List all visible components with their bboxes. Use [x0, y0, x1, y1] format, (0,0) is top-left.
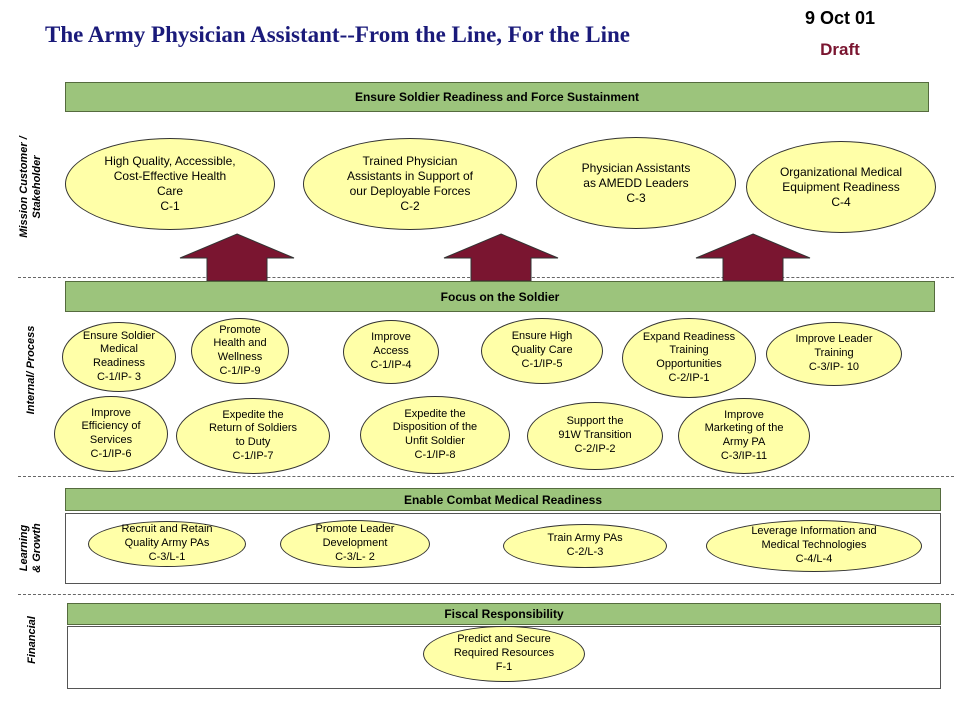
draft-label: Draft [820, 40, 860, 59]
internal-objective: Improve Access C-1/IP-4 [343, 320, 439, 384]
perspective-internal-label: Internal/ Process [25, 325, 37, 415]
learning-header-bar: Enable Combat Medical Readiness [65, 488, 941, 511]
mission-header-bar: Ensure Soldier Readiness and Force Susta… [65, 82, 929, 112]
internal-objective: Expedite the Return of Soldiers to Duty … [176, 398, 330, 474]
separator-line [18, 594, 954, 595]
internal-objective: Support the 91W Transition C-2/IP-2 [527, 402, 663, 470]
page-title: The Army Physician Assistant--From the L… [45, 22, 631, 47]
mission-objective: Physician Assistants as AMEDD Leaders C-… [536, 137, 736, 229]
financial-header-bar: Fiscal Responsibility [67, 603, 941, 625]
internal-objective: Expand Readiness Training Opportunities … [622, 318, 756, 398]
internal-objective: Improve Efficiency of Services C-1/IP-6 [54, 396, 168, 472]
learning-objective: Recruit and Retain Quality Army PAs C-3/… [88, 521, 246, 567]
perspective-mission-label: Mission Customer / Stakeholder [18, 136, 43, 238]
internal-objective: Promote Health and Wellness C-1/IP-9 [191, 318, 289, 384]
mission-objective: Organizational Medical Equipment Readine… [746, 141, 936, 233]
up-arrow-icon [695, 233, 811, 282]
separator-line [18, 476, 954, 477]
internal-objective: Ensure High Quality Care C-1/IP-5 [481, 318, 603, 384]
up-arrow-icon [443, 233, 559, 282]
internal-objective: Ensure Soldier Medical Readiness C-1/IP-… [62, 322, 176, 392]
mission-objective: High Quality, Accessible, Cost-Effective… [65, 138, 275, 230]
financial-objective: Predict and Secure Required Resources F-… [423, 626, 585, 682]
mission-objective: Trained Physician Assistants in Support … [303, 138, 517, 230]
learning-objective: Promote Leader Development C-3/L- 2 [280, 520, 430, 568]
internal-objective: Improve Marketing of the Army PA C-3/IP-… [678, 398, 810, 474]
internal-objective: Expedite the Disposition of the Unfit So… [360, 396, 510, 474]
up-arrow-icon [179, 233, 295, 282]
perspective-financial-label: Financial [26, 616, 38, 664]
internal-objective: Improve Leader Training C-3/IP- 10 [766, 322, 902, 386]
internal-header-bar: Focus on the Soldier [65, 281, 935, 312]
perspective-learning-label: Learning & Growth [18, 523, 43, 573]
date-label: 9 Oct 01 [804, 8, 876, 28]
learning-objective: Train Army PAs C-2/L-3 [503, 524, 667, 568]
learning-objective: Leverage Information and Medical Technol… [706, 520, 922, 572]
